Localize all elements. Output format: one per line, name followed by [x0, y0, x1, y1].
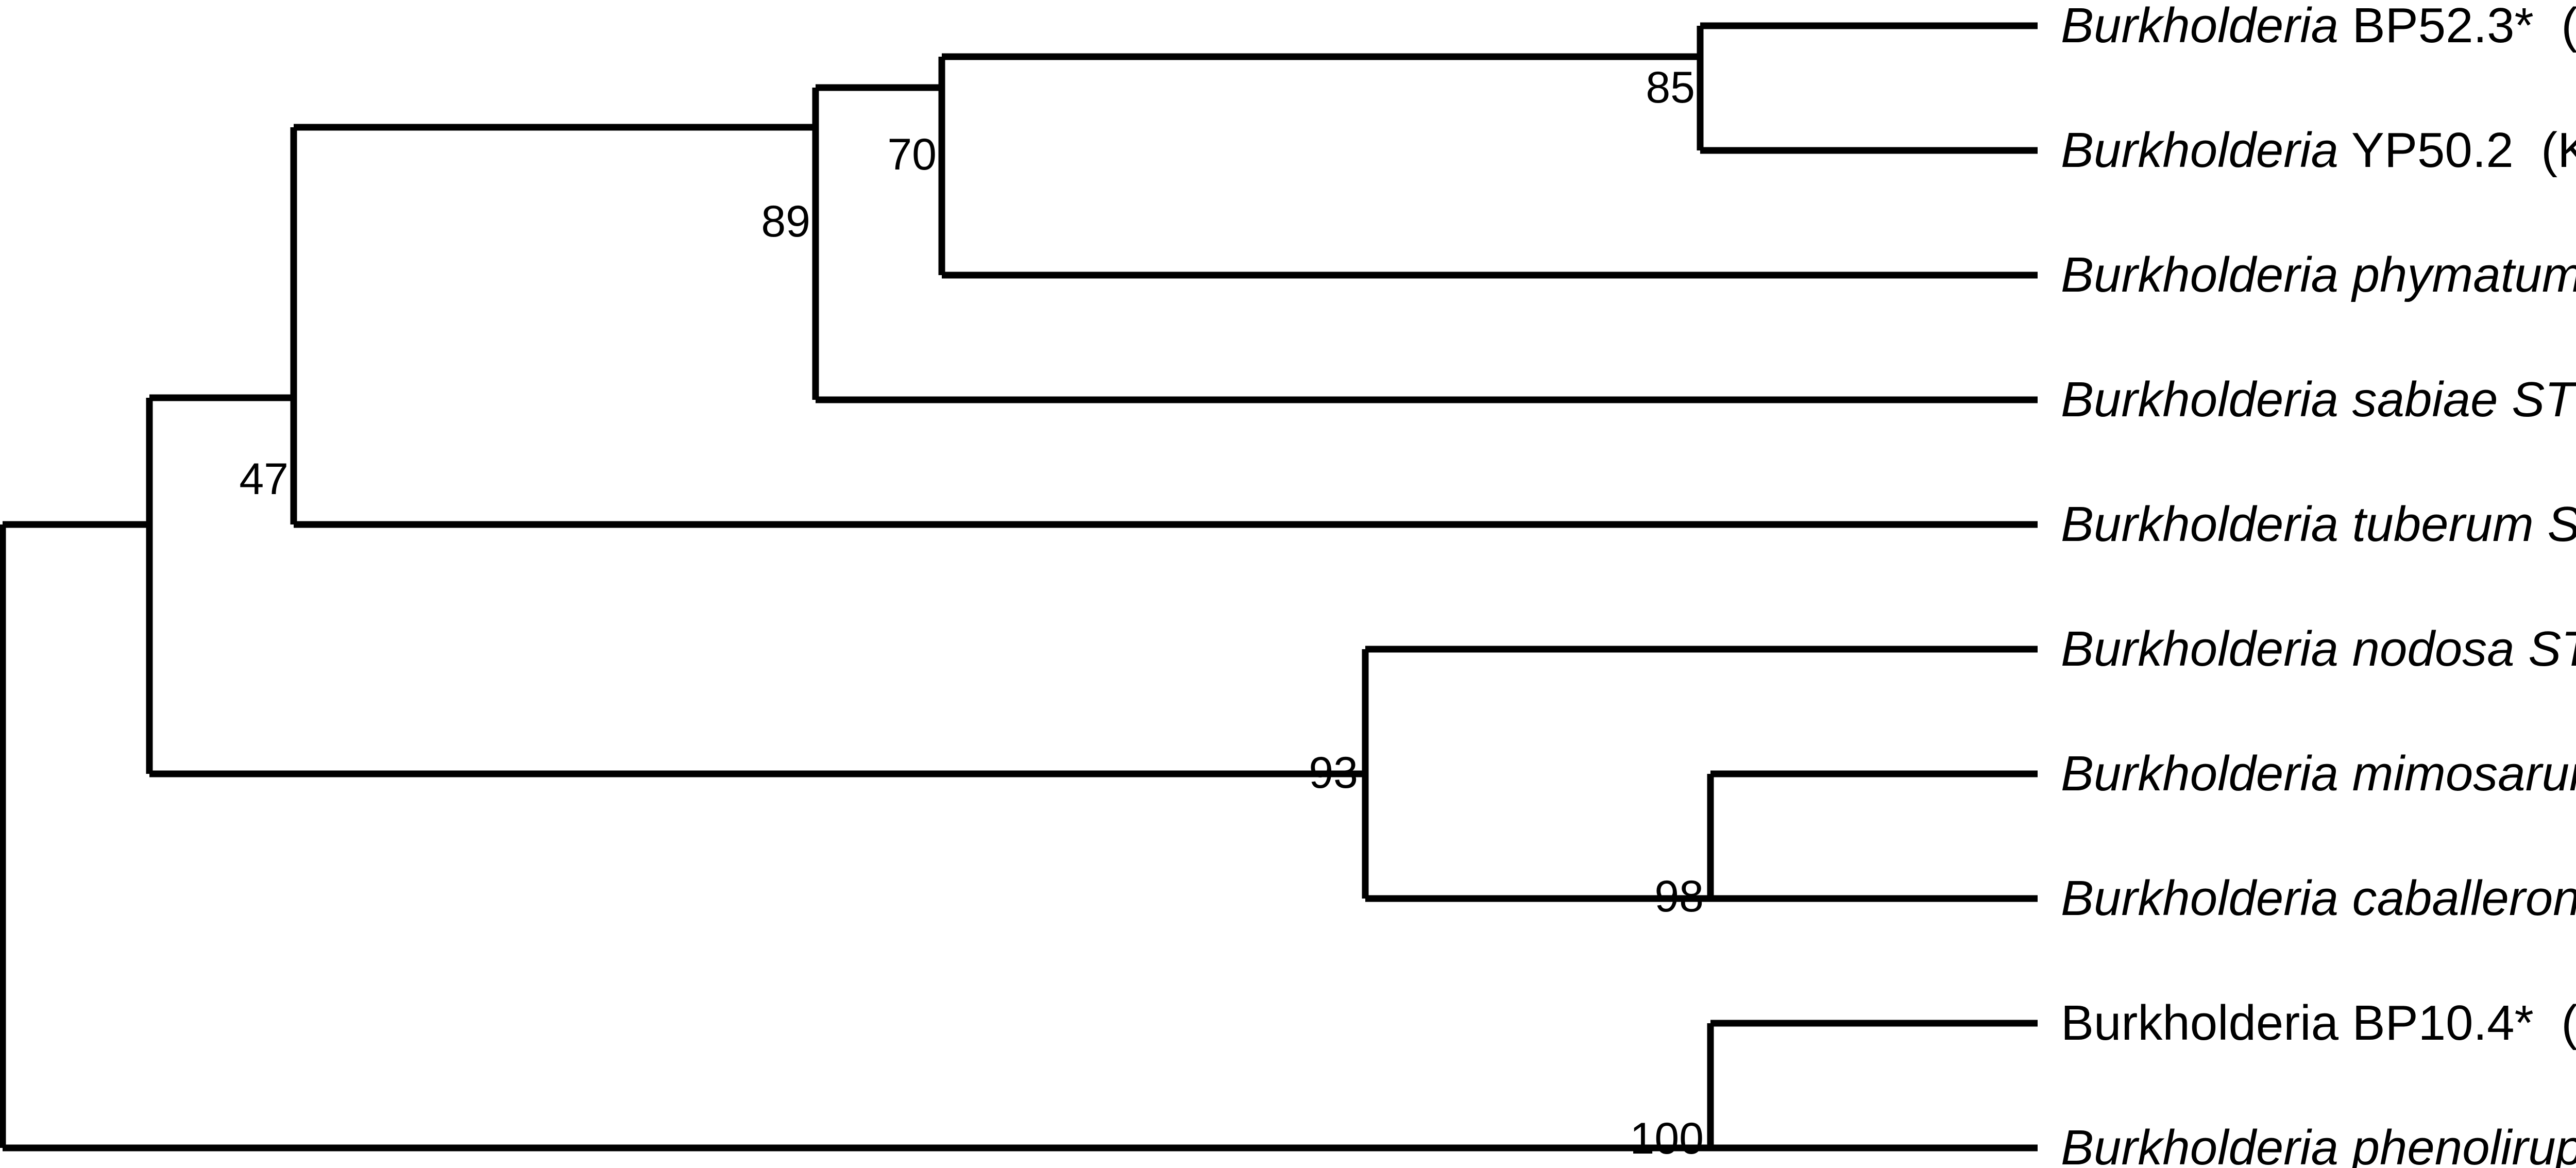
tip-accession-bp52: (KY574502) — [2561, 0, 2576, 53]
tip-label-bp52: Burkholderia BP52.3* (KY574502) — [2061, 1, 2576, 50]
tip-strain-bp52: BP52.3* — [2352, 0, 2534, 53]
tip-label-tuberum: Burkholderia tuberum STM3649 (FR853110) — [2061, 500, 2576, 549]
tip-epithet-phenoliruptrix: phenoliruptrix — [2352, 1120, 2576, 1168]
tip-strain-yp50: YP50.2 — [2351, 123, 2514, 178]
tip-accession-bp10: (KY574501) — [2561, 995, 2576, 1051]
tip-genus-sabiae: Burkholderia — [2061, 372, 2338, 427]
tip-label-phymatum: Burkholderia phymatum STM3675 (HE962279) — [2061, 250, 2576, 300]
tip-strain-bp10: BP10.4* — [2352, 995, 2534, 1051]
tip-genus-mimosarum: Burkholderia — [2061, 746, 2338, 801]
tip-genus-yp50: Burkholderia — [2061, 123, 2338, 178]
bootstrap-value-100: 100 — [1630, 1114, 1704, 1163]
tip-label-sabiae: Burkholderia sabiae STM7315 (HE983795) — [2061, 375, 2576, 425]
tip-genus-phymatum: Burkholderia — [2061, 247, 2338, 302]
branch-group — [0, 22, 2038, 1152]
tip-epithet-nodosa: nodosa — [2352, 621, 2515, 676]
tip-epithet-mimosarum: mimosarum — [2352, 746, 2576, 801]
tip-accession-yp50: (KY574503) — [2541, 123, 2576, 178]
bootstrap-value-85: 85 — [1646, 63, 1695, 112]
bootstrap-value-89: 89 — [761, 197, 810, 246]
tip-genus-bp52: Burkholderia — [2061, 0, 2338, 53]
tip-strain-sabiae: STM7315 — [2512, 372, 2576, 427]
tip-label-phenoliruptrix: Burkholderia phenoliruptrix BR3459 (CP00… — [2061, 1123, 2576, 1168]
tip-epithet-tuberum: tuberum — [2352, 497, 2534, 552]
tip-epithet-phymatum: phymatum — [2352, 247, 2576, 302]
tip-genus-nodosa: Burkholderia — [2061, 621, 2338, 676]
bootstrap-value-70: 70 — [887, 130, 937, 179]
tip-strain-nodosa: STM7353 — [2528, 621, 2576, 676]
tip-epithet-caballeronis: caballeronis — [2352, 871, 2576, 926]
tip-genus-bp10: Burkholderia — [2061, 995, 2338, 1051]
tip-genus-phenoliruptrix: Burkholderia — [2061, 1120, 2338, 1168]
tip-label-mimosarum: Burkholderia mimosarum STM3621 (FR853108… — [2061, 749, 2576, 799]
tip-epithet-sabiae: sabiae — [2352, 372, 2498, 427]
tip-label-nodosa: Burkholderia nodosa STM7353 (HF545436) — [2061, 624, 2576, 674]
bootstrap-value-93: 93 — [1309, 748, 1358, 798]
tip-label-caballeronis: Burkholderia caballeronis TNe-834 (KF484… — [2061, 874, 2576, 923]
bootstrap-value-98: 98 — [1654, 872, 1704, 921]
tip-genus-caballeronis: Burkholderia — [2061, 871, 2338, 926]
tip-label-yp50: Burkholderia YP50.2 (KY574503) — [2061, 126, 2576, 175]
tip-label-bp10: Burkholderia BP10.4* (KY574501) — [2061, 998, 2576, 1048]
tip-strain-tuberum: STM3649 — [2547, 497, 2576, 552]
tip-genus-tuberum: Burkholderia — [2061, 497, 2338, 552]
bootstrap-value-47: 47 — [239, 454, 289, 504]
